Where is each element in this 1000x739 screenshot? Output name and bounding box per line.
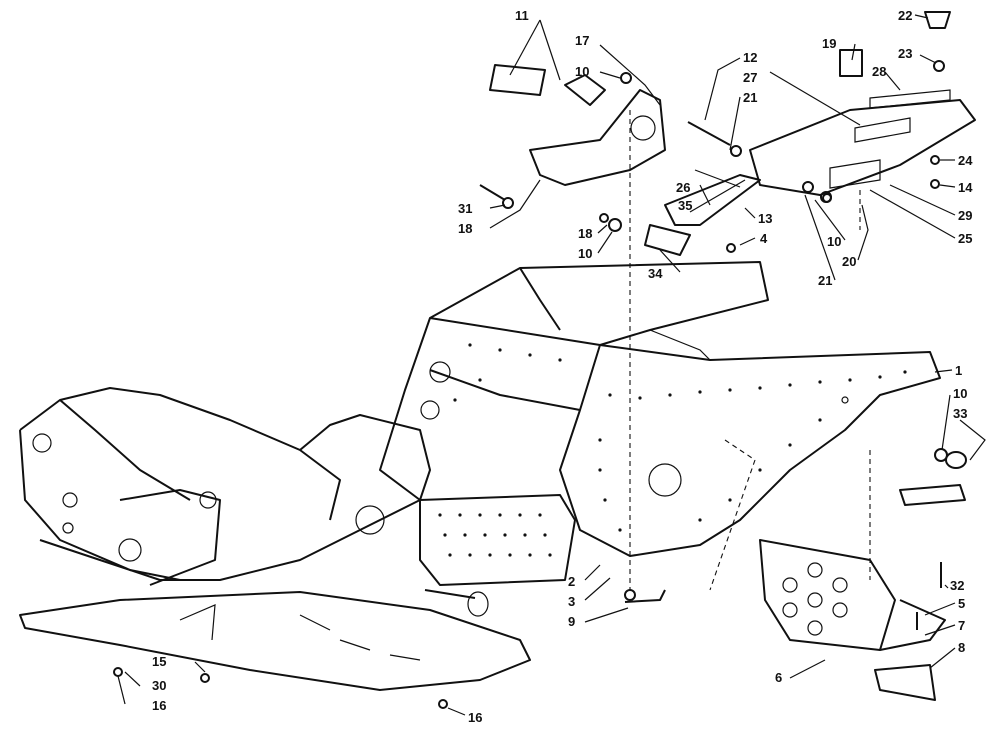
callout-10: 10 — [578, 246, 592, 261]
callout-21: 21 — [743, 90, 757, 105]
callout-25: 25 — [958, 231, 972, 246]
callout-13: 13 — [758, 211, 772, 226]
plate-8 — [874, 664, 936, 701]
callout-1: 1 — [955, 363, 962, 378]
callout-17: 17 — [575, 33, 589, 48]
callout-22: 22 — [898, 8, 912, 23]
callout-3: 3 — [568, 594, 575, 609]
callout-20: 20 — [842, 254, 856, 269]
front-frame — [19, 387, 576, 617]
callout-30: 30 — [152, 678, 166, 693]
bracket-33 — [899, 484, 966, 506]
callout-18: 18 — [578, 226, 592, 241]
callout-14: 14 — [958, 180, 973, 195]
callout-26: 26 — [676, 180, 690, 195]
callout-16: 16 — [152, 698, 166, 713]
callout-35: 35 — [678, 198, 692, 213]
callout-10: 10 — [575, 64, 589, 79]
switch-19 — [839, 49, 863, 77]
callout-labels: 11 17 10 12 27 21 19 22 23 28 24 14 29 2… — [152, 8, 973, 725]
callout-24: 24 — [958, 153, 973, 168]
callout-9: 9 — [568, 614, 575, 629]
callout-15: 15 — [152, 654, 166, 669]
callout-8: 8 — [958, 640, 965, 655]
nut-10-top — [620, 72, 632, 84]
callout-10: 10 — [953, 386, 967, 401]
callout-34: 34 — [648, 266, 663, 281]
callout-31: 31 — [458, 201, 472, 216]
callout-32: 32 — [950, 578, 964, 593]
callout-29: 29 — [958, 208, 972, 223]
frame-tunnel — [379, 261, 941, 557]
leader-lines — [117, 14, 986, 716]
callout-5: 5 — [958, 596, 965, 611]
bracket-13 — [644, 174, 761, 256]
callout-12: 12 — [743, 50, 757, 65]
callout-2: 2 — [568, 574, 575, 589]
belly-pan — [19, 591, 531, 691]
callout-21: 21 — [818, 273, 832, 288]
console-panel — [749, 11, 976, 196]
nut-23 — [933, 60, 945, 72]
callout-10: 10 — [827, 234, 841, 249]
knob-22 — [924, 11, 951, 29]
callout-19: 19 — [822, 36, 836, 51]
callout-18: 18 — [458, 221, 472, 236]
plate-11 — [489, 64, 546, 96]
callout-27: 27 — [743, 70, 757, 85]
callout-16: 16 — [468, 710, 482, 725]
callout-33: 33 — [953, 406, 967, 421]
pan-perforations — [438, 513, 552, 557]
rivet-dots — [453, 343, 907, 532]
alignment-lines — [629, 110, 871, 591]
hardware — [113, 121, 948, 709]
callout-4: 4 — [760, 231, 768, 246]
rear-bracket — [759, 451, 967, 701]
callout-6: 6 — [775, 670, 782, 685]
callout-23: 23 — [898, 46, 912, 61]
callout-28: 28 — [872, 64, 886, 79]
steering-bracket — [489, 64, 666, 186]
callout-7: 7 — [958, 618, 965, 633]
callout-11: 11 — [515, 8, 529, 23]
